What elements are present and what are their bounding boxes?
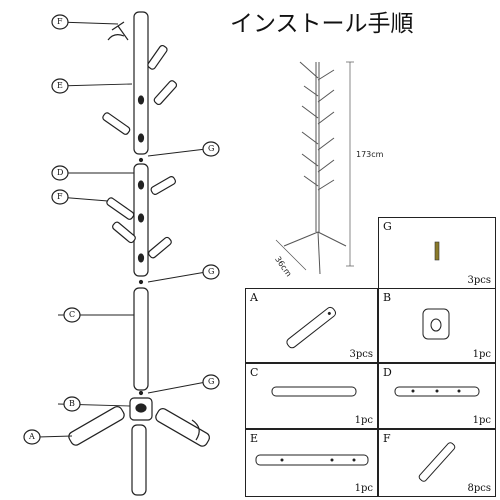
branch-f: [147, 44, 168, 70]
callout-label: E: [57, 81, 63, 90]
part-qty: 1pc: [354, 415, 373, 426]
callout-label: C: [69, 310, 76, 319]
callout-label: D: [57, 168, 64, 177]
part-qty: 1pc: [354, 483, 373, 494]
height-dimension-label: 173cm: [356, 150, 384, 159]
part-letter: E: [250, 432, 259, 445]
callout-label: B: [69, 399, 75, 408]
branch-f: [150, 176, 177, 195]
assembled-preview: [275, 61, 354, 275]
part-qty: 1pc: [472, 349, 491, 360]
part-cell-a: A 3pcs: [245, 288, 378, 363]
leg-a: [131, 424, 147, 496]
part-cell-f: F 8pcs: [378, 429, 496, 497]
part-cell-b: B 1pc: [378, 288, 496, 363]
callout-label: G: [208, 377, 215, 386]
part-letter: G: [383, 220, 392, 233]
dowel-icon: [434, 241, 440, 261]
branch-f: [102, 112, 131, 135]
part-letter: D: [383, 366, 392, 379]
pole-c-icon: [271, 386, 357, 397]
part-letter: B: [383, 291, 392, 304]
part-cell-c: C 1pc: [245, 363, 378, 429]
part-letter: F: [383, 432, 391, 445]
part-cell-g: G 3pcs: [378, 217, 496, 289]
page-title: インストール手順: [230, 11, 414, 37]
part-letter: A: [250, 291, 258, 304]
branch-f: [112, 221, 136, 244]
callout-label: A: [29, 432, 35, 441]
part-letter: C: [250, 366, 259, 379]
part-cell-e: E 1pc: [245, 429, 378, 497]
part-qty: 8pcs: [467, 483, 492, 494]
branch-icon: [418, 442, 456, 482]
pole-e: [133, 11, 149, 155]
pole-c: [133, 287, 149, 391]
leg-icon: [286, 306, 337, 349]
part-qty: 1pc: [472, 415, 491, 426]
callout-label: F: [57, 17, 63, 26]
pole-e-icon: [255, 454, 369, 466]
pole-d-icon: [394, 386, 480, 397]
callout-label: F: [57, 192, 63, 201]
branch-f: [106, 197, 135, 220]
branch-f: [148, 236, 172, 259]
branch-f: [153, 80, 178, 106]
leg-a: [155, 408, 210, 447]
connector-icon: [422, 308, 450, 340]
callout-label: G: [208, 267, 215, 276]
part-cell-d: D 1pc: [378, 363, 496, 429]
part-qty: 3pcs: [349, 349, 374, 360]
part-qty: 3pcs: [467, 275, 492, 286]
leg-a: [68, 406, 125, 446]
callout-label: G: [208, 144, 215, 153]
